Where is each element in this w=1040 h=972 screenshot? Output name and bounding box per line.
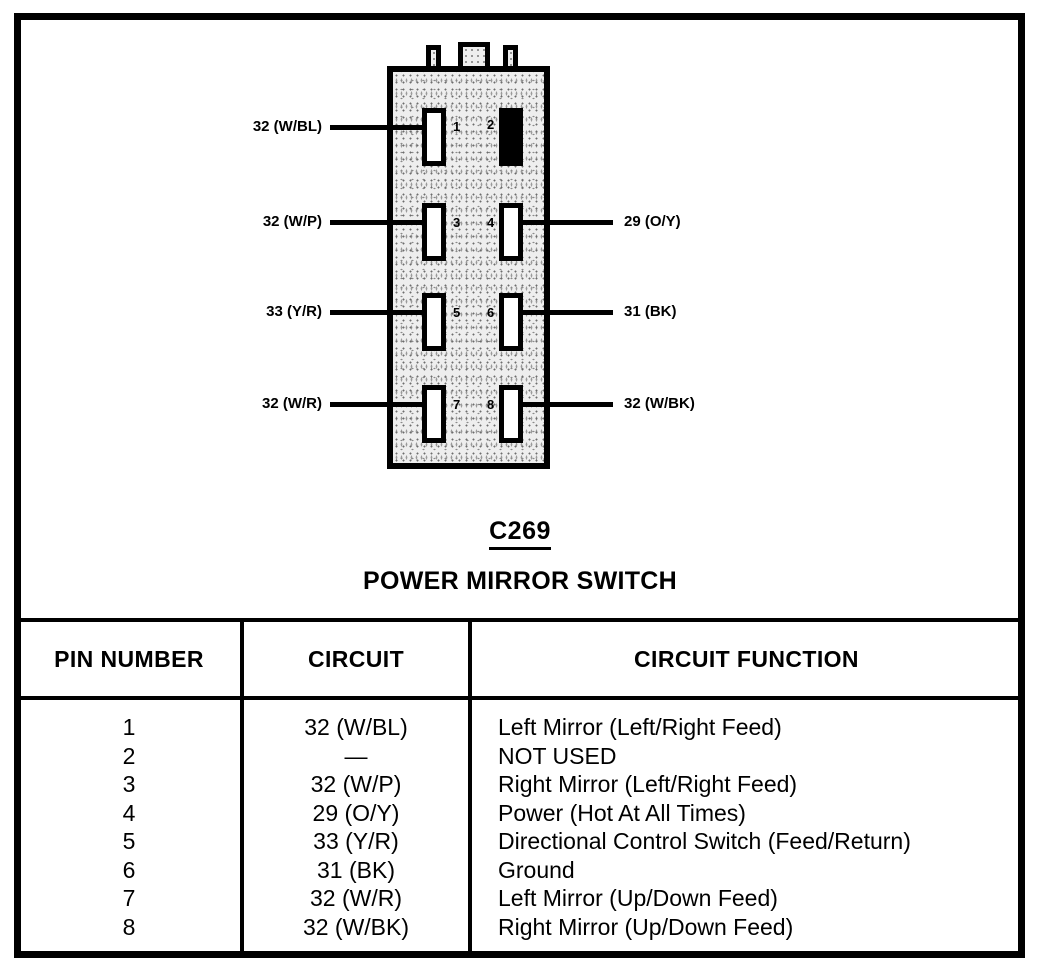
- pin-slot-4: [499, 203, 523, 261]
- list-item: 7: [122, 885, 136, 911]
- wire-line-pin-5: [330, 310, 430, 315]
- list-item: Directional Control Switch (Feed/Return): [498, 828, 911, 854]
- wire-label-pin-4: 29 (O/Y): [624, 213, 681, 230]
- list-item: 5: [122, 828, 136, 854]
- cell-circuits: 32 (W/BL) — 32 (W/P) 29 (O/Y) 33 (Y/R) 3…: [240, 696, 472, 958]
- circuit-function-list: Left Mirror (Left/Right Feed) NOT USED R…: [472, 713, 1021, 941]
- wire-line-pin-4: [511, 220, 613, 225]
- list-item: 8: [122, 913, 136, 940]
- pin-slot-6: [499, 293, 523, 351]
- circuit-list: 32 (W/BL) — 32 (W/P) 29 (O/Y) 33 (Y/R) 3…: [244, 713, 468, 941]
- pin-number-6: 6: [487, 305, 495, 320]
- connector-tab-left: [426, 45, 441, 68]
- connector-tab-center: [458, 42, 490, 68]
- list-item: 33 (Y/R): [313, 828, 399, 854]
- table-body-row: 1 2 3 4 5 6 7 8 32 (W/BL): [14, 696, 1025, 958]
- list-item: Left Mirror (Left/Right Feed): [498, 714, 782, 740]
- wire-label-pin-3: 32 (W/P): [262, 213, 322, 230]
- list-item: 31 (BK): [317, 856, 395, 883]
- wire-line-pin-8: [511, 402, 613, 407]
- connector-id-caption: C269: [0, 517, 1040, 550]
- list-item: —: [344, 742, 368, 769]
- list-item: 32 (W/R): [310, 885, 402, 911]
- header-pin-number: PIN NUMBER: [14, 618, 244, 700]
- list-item: 3: [122, 771, 136, 797]
- pin-table-container: PIN NUMBER CIRCUIT CIRCUIT FUNCTION 1 2 …: [14, 618, 1025, 958]
- pin-number-7: 7: [453, 397, 461, 412]
- header-circuit: CIRCUIT: [240, 618, 472, 700]
- pin-slot-3: [422, 203, 446, 261]
- connector-diagram: 32 (W/BL) 32 (W/P) 33 (Y/R) 32 (W/R) 29 …: [0, 42, 1040, 595]
- cell-pin-numbers: 1 2 3 4 5 6 7 8: [14, 696, 244, 958]
- pin-number-3: 3: [453, 215, 461, 230]
- list-item: 6: [122, 856, 136, 883]
- wire-line-pin-6: [511, 310, 613, 315]
- list-item: 32 (W/P): [310, 771, 402, 797]
- list-item: 32 (W/BL): [304, 714, 408, 740]
- list-item: 4: [122, 799, 136, 826]
- pin-number-5: 5: [453, 305, 461, 320]
- wire-label-pin-6: 31 (BK): [624, 303, 677, 320]
- list-item: NOT USED: [498, 742, 617, 769]
- wire-label-pin-8: 32 (W/BK): [624, 395, 695, 412]
- wire-label-pin-1: 32 (W/BL): [252, 118, 322, 135]
- list-item: Ground: [498, 856, 575, 883]
- list-item: Left Mirror (Up/Down Feed): [498, 885, 778, 911]
- cell-circuit-functions: Left Mirror (Left/Right Feed) NOT USED R…: [468, 696, 1025, 958]
- connector-id-text: C269: [489, 517, 551, 550]
- pin-slot-2-not-used: [499, 108, 523, 166]
- pin-number-4: 4: [487, 215, 495, 230]
- header-circuit-function: CIRCUIT FUNCTION: [468, 618, 1025, 700]
- pin-slot-1: [422, 108, 446, 166]
- wire-label-pin-7: 32 (W/R): [262, 395, 322, 412]
- list-item: Power (Hot At All Times): [498, 799, 746, 826]
- pin-number-list: 1 2 3 4 5 6 7 8: [18, 713, 240, 941]
- table-header-row: PIN NUMBER CIRCUIT CIRCUIT FUNCTION: [14, 618, 1025, 700]
- list-item: Right Mirror (Up/Down Feed): [498, 913, 794, 940]
- pin-number-1: 1: [453, 119, 461, 134]
- pin-assignment-table: PIN NUMBER CIRCUIT CIRCUIT FUNCTION 1 2 …: [14, 618, 1025, 958]
- pin-slot-8: [499, 385, 523, 443]
- wire-line-pin-7: [330, 402, 430, 407]
- connector-tab-right: [503, 45, 518, 68]
- pin-number-8: 8: [487, 397, 495, 412]
- wire-line-pin-1: [330, 125, 430, 130]
- pin-number-2: 2: [487, 117, 495, 132]
- pin-slot-5: [422, 293, 446, 351]
- wire-line-pin-3: [330, 220, 430, 225]
- pin-slot-7: [422, 385, 446, 443]
- connector-name-caption: POWER MIRROR SWITCH: [362, 567, 677, 595]
- list-item: 32 (W/BK): [302, 913, 410, 940]
- list-item: 29 (O/Y): [312, 799, 400, 826]
- list-item: 1: [122, 714, 136, 740]
- list-item: 2: [122, 742, 136, 769]
- wire-label-pin-5: 33 (Y/R): [266, 303, 322, 320]
- list-item: Right Mirror (Left/Right Feed): [498, 771, 798, 797]
